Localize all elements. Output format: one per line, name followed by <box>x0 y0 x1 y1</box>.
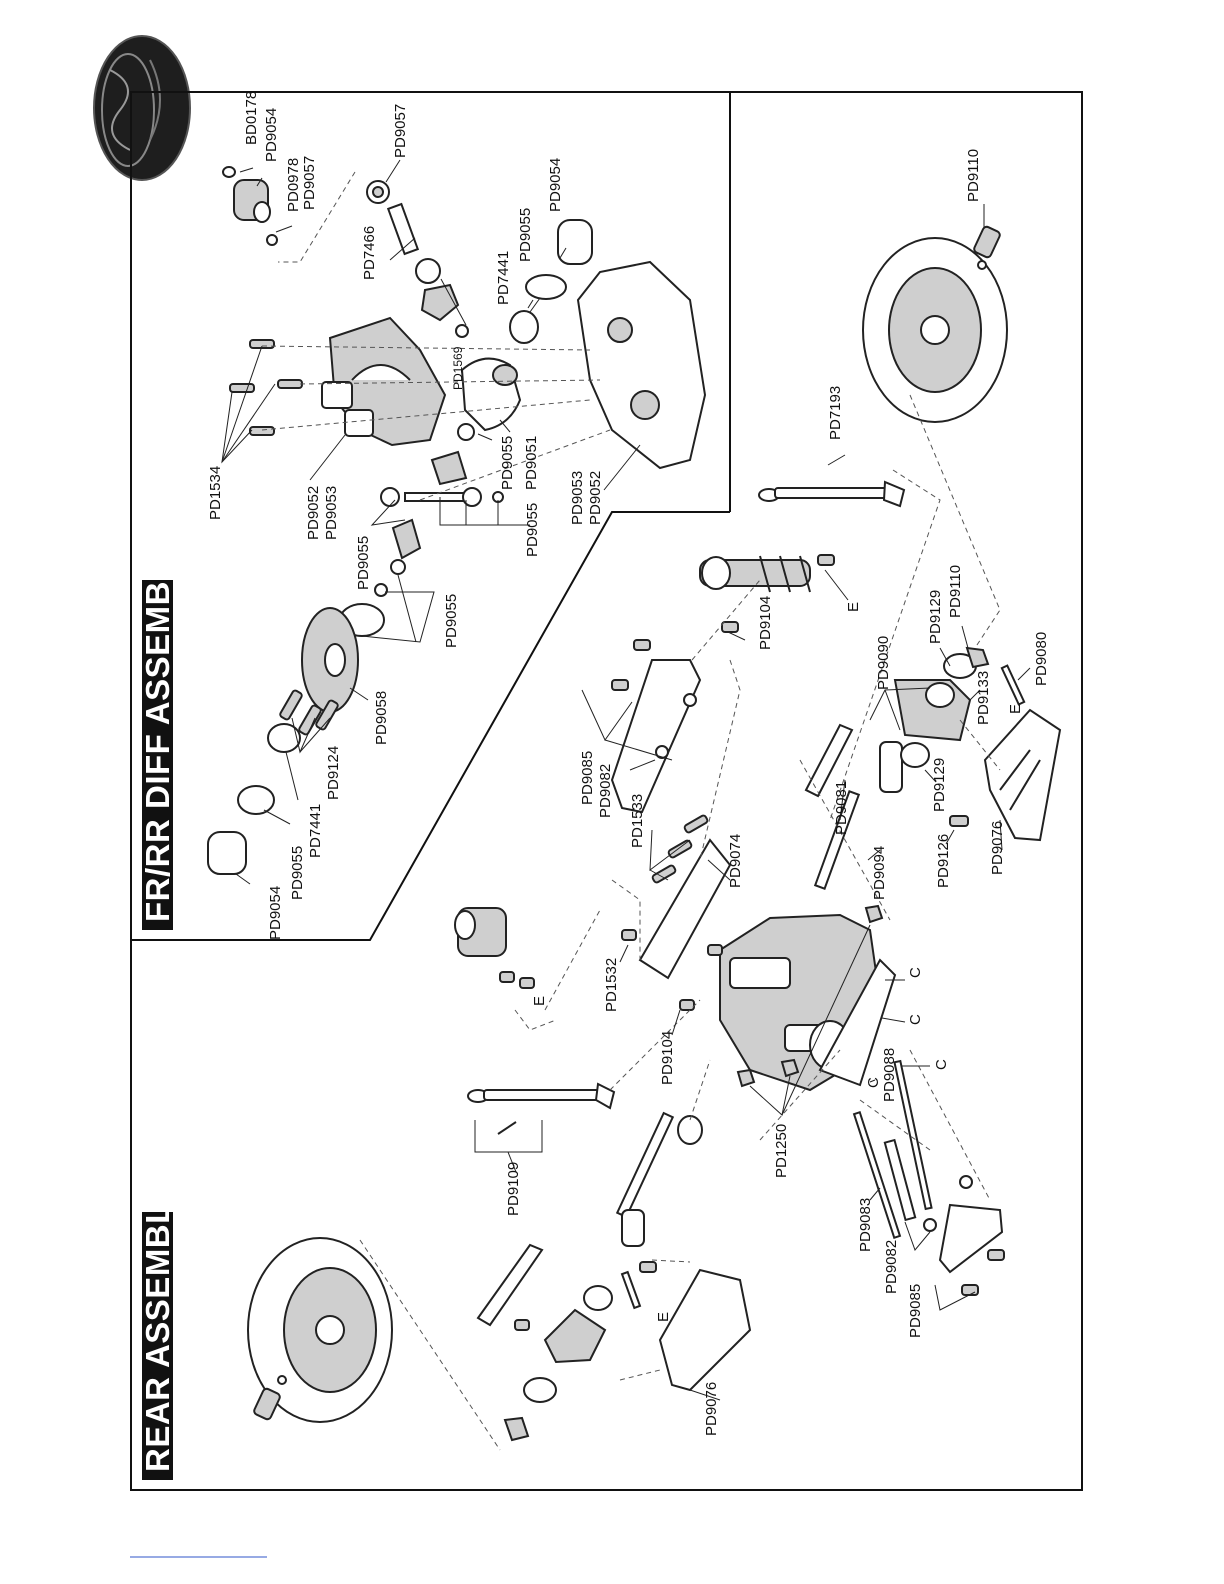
label-pd9076-b: PD9076 <box>703 1382 720 1436</box>
label-pd9053-b: PD9053 <box>323 486 340 540</box>
label-pd9110-b: PD9110 <box>947 565 964 618</box>
label-pd9057-b: PD9057 <box>392 104 409 158</box>
label-pd1569: PD1569 <box>451 346 465 390</box>
label-pd9051: PD9051 <box>523 436 540 490</box>
label-c-c: C <box>933 1059 950 1070</box>
part-labels: BD0178 PD9054 PD0978 PD9057 PD9057 PD746… <box>207 91 1050 1436</box>
label-pd9074: PD9074 <box>727 834 744 888</box>
outer-frame <box>130 91 1083 1491</box>
label-e-a: E <box>845 602 862 612</box>
label-pd9052-b: PD9052 <box>305 486 322 540</box>
label-e-d: E <box>655 1312 672 1322</box>
label-pd9126: PD9126 <box>935 834 952 888</box>
label-pd9083: PD9083 <box>857 1198 874 1252</box>
label-c-d: C <box>865 1077 882 1088</box>
rear-assembly-banner: REAR ASSEMBLY <box>139 1184 176 1480</box>
label-pd9082-b: PD9082 <box>883 1240 900 1294</box>
label-pd1250: PD1250 <box>773 1124 790 1178</box>
label-c-b: C <box>907 1014 924 1025</box>
label-pd9055-a: PD9055 <box>517 208 534 262</box>
label-pd1532: PD1532 <box>603 958 620 1012</box>
label-pd9055-d: PD9055 <box>355 536 372 590</box>
label-e-b: E <box>1007 704 1024 714</box>
diff-panel-boundary <box>131 511 730 941</box>
label-pd9085-b: PD9085 <box>907 1284 924 1338</box>
label-pd9052-a: PD9052 <box>587 471 604 525</box>
label-pd9054-b: PD9054 <box>547 158 564 212</box>
tire-logo-icon <box>93 35 191 181</box>
label-pd9129-a: PD9129 <box>927 590 944 644</box>
label-pd1534: PD1534 <box>207 466 224 520</box>
diff-assembly-title: FR/RR DIFF ASSEMBLY <box>139 541 176 922</box>
label-pd9055-f: PD9055 <box>289 846 306 900</box>
label-pd9088: PD9088 <box>881 1048 898 1102</box>
label-pd9055-c: PD9055 <box>524 503 541 557</box>
label-pd9085-a: PD9085 <box>579 751 596 805</box>
label-pd7466: PD7466 <box>361 226 378 280</box>
label-pd9058: PD9058 <box>373 691 390 745</box>
label-pd9081: PD9081 <box>833 781 850 835</box>
leader-lines <box>221 159 1031 1401</box>
label-pd9054-top: PD9054 <box>263 108 280 162</box>
label-pd7193: PD7193 <box>827 386 844 440</box>
label-pd1533: PD1533 <box>629 794 646 848</box>
label-pd9076-a: PD9076 <box>989 821 1006 875</box>
rear-parts <box>247 225 1062 1442</box>
label-pd7441-b: PD7441 <box>307 804 324 858</box>
label-c-a: C <box>907 967 924 978</box>
label-pd9129-b: PD9129 <box>931 758 948 812</box>
label-pd9053-a: PD9053 <box>569 471 586 525</box>
label-bd0178: BD0178 <box>243 91 260 145</box>
label-pd9104-b: PD9104 <box>659 1031 676 1085</box>
label-pd9124-a: PD9124 <box>325 746 342 800</box>
label-pd9055-e: PD9055 <box>443 594 460 648</box>
label-pd7441-a: PD7441 <box>495 251 512 305</box>
rear-assembly-title: REAR ASSEMBLY <box>139 1184 176 1472</box>
label-pd9080: PD9080 <box>1033 632 1050 686</box>
label-pd9090: PD9090 <box>875 636 892 690</box>
label-pd9082-a: PD9082 <box>597 764 614 818</box>
label-pd9054-c: PD9054 <box>267 886 284 940</box>
label-pd9055-b: PD9055 <box>499 436 516 490</box>
label-pd9057-a: PD9057 <box>301 156 318 210</box>
diff-assembly-banner: FR/RR DIFF ASSEMBLY <box>139 541 176 930</box>
label-pd9104-a: PD9104 <box>757 596 774 650</box>
assembly-guide-lines <box>261 171 1001 1451</box>
label-pd9133: PD9133 <box>975 671 992 725</box>
label-pd9110-a: PD9110 <box>965 149 982 202</box>
label-pd9094: PD9094 <box>871 846 888 900</box>
label-pd0978: PD0978 <box>285 158 302 212</box>
label-pd9109: PD9109 <box>505 1162 522 1216</box>
label-e-c: E <box>531 996 548 1006</box>
